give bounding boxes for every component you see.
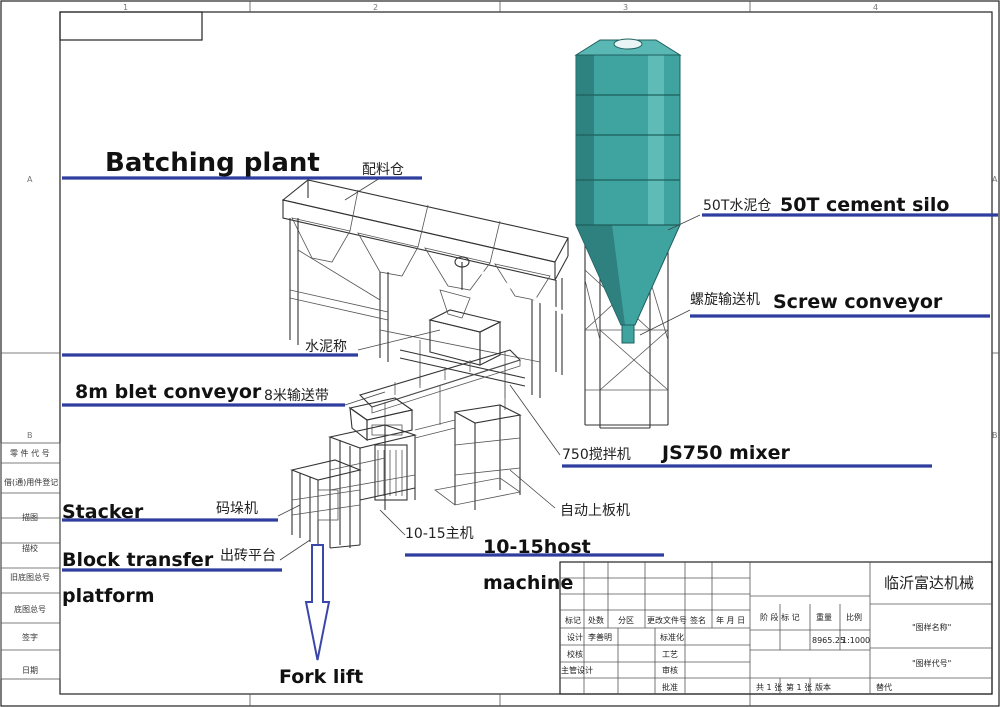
cn-label-mixer: 750搅拌机 (562, 447, 631, 463)
grid-marker-top-3: 3 (623, 3, 628, 12)
tb-sheet-no: 第 1 张 (786, 682, 812, 692)
label-fork-lift: Fork lift (279, 666, 363, 688)
tb-stage-mark: 阶 段 标 记 (760, 612, 800, 622)
tb-drawing-name: "图样名称" (912, 622, 951, 632)
cn-label-stacker: 码垛机 (216, 501, 258, 517)
tb-designer: 李善明 (588, 632, 612, 642)
tb-mark: 标记 (565, 615, 581, 625)
host-machine (328, 424, 418, 549)
tb-approve: 批准 (662, 682, 678, 692)
label-underlines (62, 176, 998, 572)
grid-marker-top-4: 4 (873, 3, 878, 12)
corner-box (59, 11, 203, 41)
tb-company: 临沂富达机械 (884, 574, 974, 592)
cn-label-platform: 出砖平台 (220, 548, 276, 564)
tb-replace: 替代 (876, 682, 892, 692)
cn-label-silo: 50T水泥仓 (703, 198, 771, 214)
tb-date: 年 月 日 (716, 615, 745, 625)
tb-sheets: 共 1 张 (756, 683, 782, 692)
cn-label-host: 10-15主机 (405, 526, 474, 542)
cn-label-batching: 配料仓 (362, 162, 404, 178)
cn-label-belt: 8米输送带 (264, 388, 329, 404)
side-base-no: 底图总号 (14, 604, 46, 614)
chinese-labels: 配料仓 50T水泥仓 螺旋输送机 水泥称 8米输送带 750搅拌机 自动上板机 … (216, 162, 771, 564)
label-stacker: Stacker (62, 501, 144, 523)
grid-marker-right-b: B (992, 431, 998, 440)
tb-drawing-code: "图样代号" (912, 658, 951, 668)
tb-scale: 比例 (846, 612, 862, 622)
side-signature: 签字 (22, 632, 38, 642)
cement-scale (399, 289, 526, 398)
js750-mixer (348, 397, 414, 442)
label-host-machine-line2: machine (483, 572, 573, 594)
side-part-code: 零 件 代 号 (10, 448, 50, 458)
side-tracing: 描图 (22, 512, 38, 522)
tb-process: 工艺 (662, 650, 678, 659)
english-labels: Batching plant 50T cement silo Screw con… (62, 148, 949, 688)
belt-conveyor (358, 349, 522, 440)
tb-design: 设计 (567, 632, 583, 642)
label-transfer-platform-line2: platform (62, 585, 155, 607)
fork-lift-arrow (304, 544, 331, 661)
tb-count: 处数 (588, 615, 604, 625)
side-shared-part: 借(通)用件登记 (4, 477, 58, 487)
tb-version: 版本 (815, 682, 831, 692)
leader-lines (277, 177, 701, 561)
title-block: 标记 处数 分区 更改文件号 签名 年 月 日 设计 李善明 标准化 校核 工艺… (559, 561, 993, 695)
tb-check: 校核 (567, 649, 583, 659)
label-mixer: JS750 mixer (660, 442, 790, 464)
board-feeder (414, 404, 522, 510)
grid-marker-top-1: 1 (123, 3, 128, 12)
grid-marker-left-a: A (27, 175, 33, 184)
tb-change-doc: 更改文件号 (647, 615, 687, 625)
side-old-base-no: 旧底图总号 (10, 572, 50, 582)
label-transfer-platform-line1: Block transfer (62, 549, 214, 571)
cement-silo (574, 38, 682, 429)
side-trace-check: 描校 (22, 543, 38, 553)
label-belt-conveyor: 8m blet conveyor (75, 381, 262, 403)
batching-hopper (281, 179, 569, 398)
side-register-panel: 零 件 代 号 借(通)用件登记 描图 描校 旧底图总号 底图总号 签字 日期 (0, 442, 61, 680)
tb-sign: 签名 (690, 615, 706, 625)
label-batching-plant: Batching plant (105, 148, 320, 178)
cn-label-board-feeder: 自动上板机 (560, 503, 630, 519)
grid-marker-top-2: 2 (373, 3, 378, 12)
tb-weight: 重量 (816, 612, 832, 622)
cn-label-screw: 螺旋输送机 (690, 292, 760, 308)
plant-illustration (277, 38, 701, 661)
tb-chief-design: 主管设计 (561, 665, 593, 675)
grid-marker-right-a: A (992, 175, 998, 184)
cn-label-cement-scale: 水泥称 (305, 339, 347, 355)
tb-scale-value: 1:1000 (842, 636, 870, 645)
tb-review: 审核 (662, 665, 678, 675)
grid-marker-left-b: B (27, 431, 33, 440)
side-date: 日期 (22, 666, 38, 675)
label-cement-silo: 50T cement silo (780, 194, 949, 216)
tb-standardize: 标准化 (660, 632, 684, 642)
stacker-machine (290, 459, 362, 545)
tb-zone: 分区 (618, 616, 634, 625)
label-screw-conveyor: Screw conveyor (773, 291, 943, 313)
label-host-machine-line1: 10-15host (483, 536, 591, 558)
tb-weight-value: 8965.25 (812, 636, 845, 645)
